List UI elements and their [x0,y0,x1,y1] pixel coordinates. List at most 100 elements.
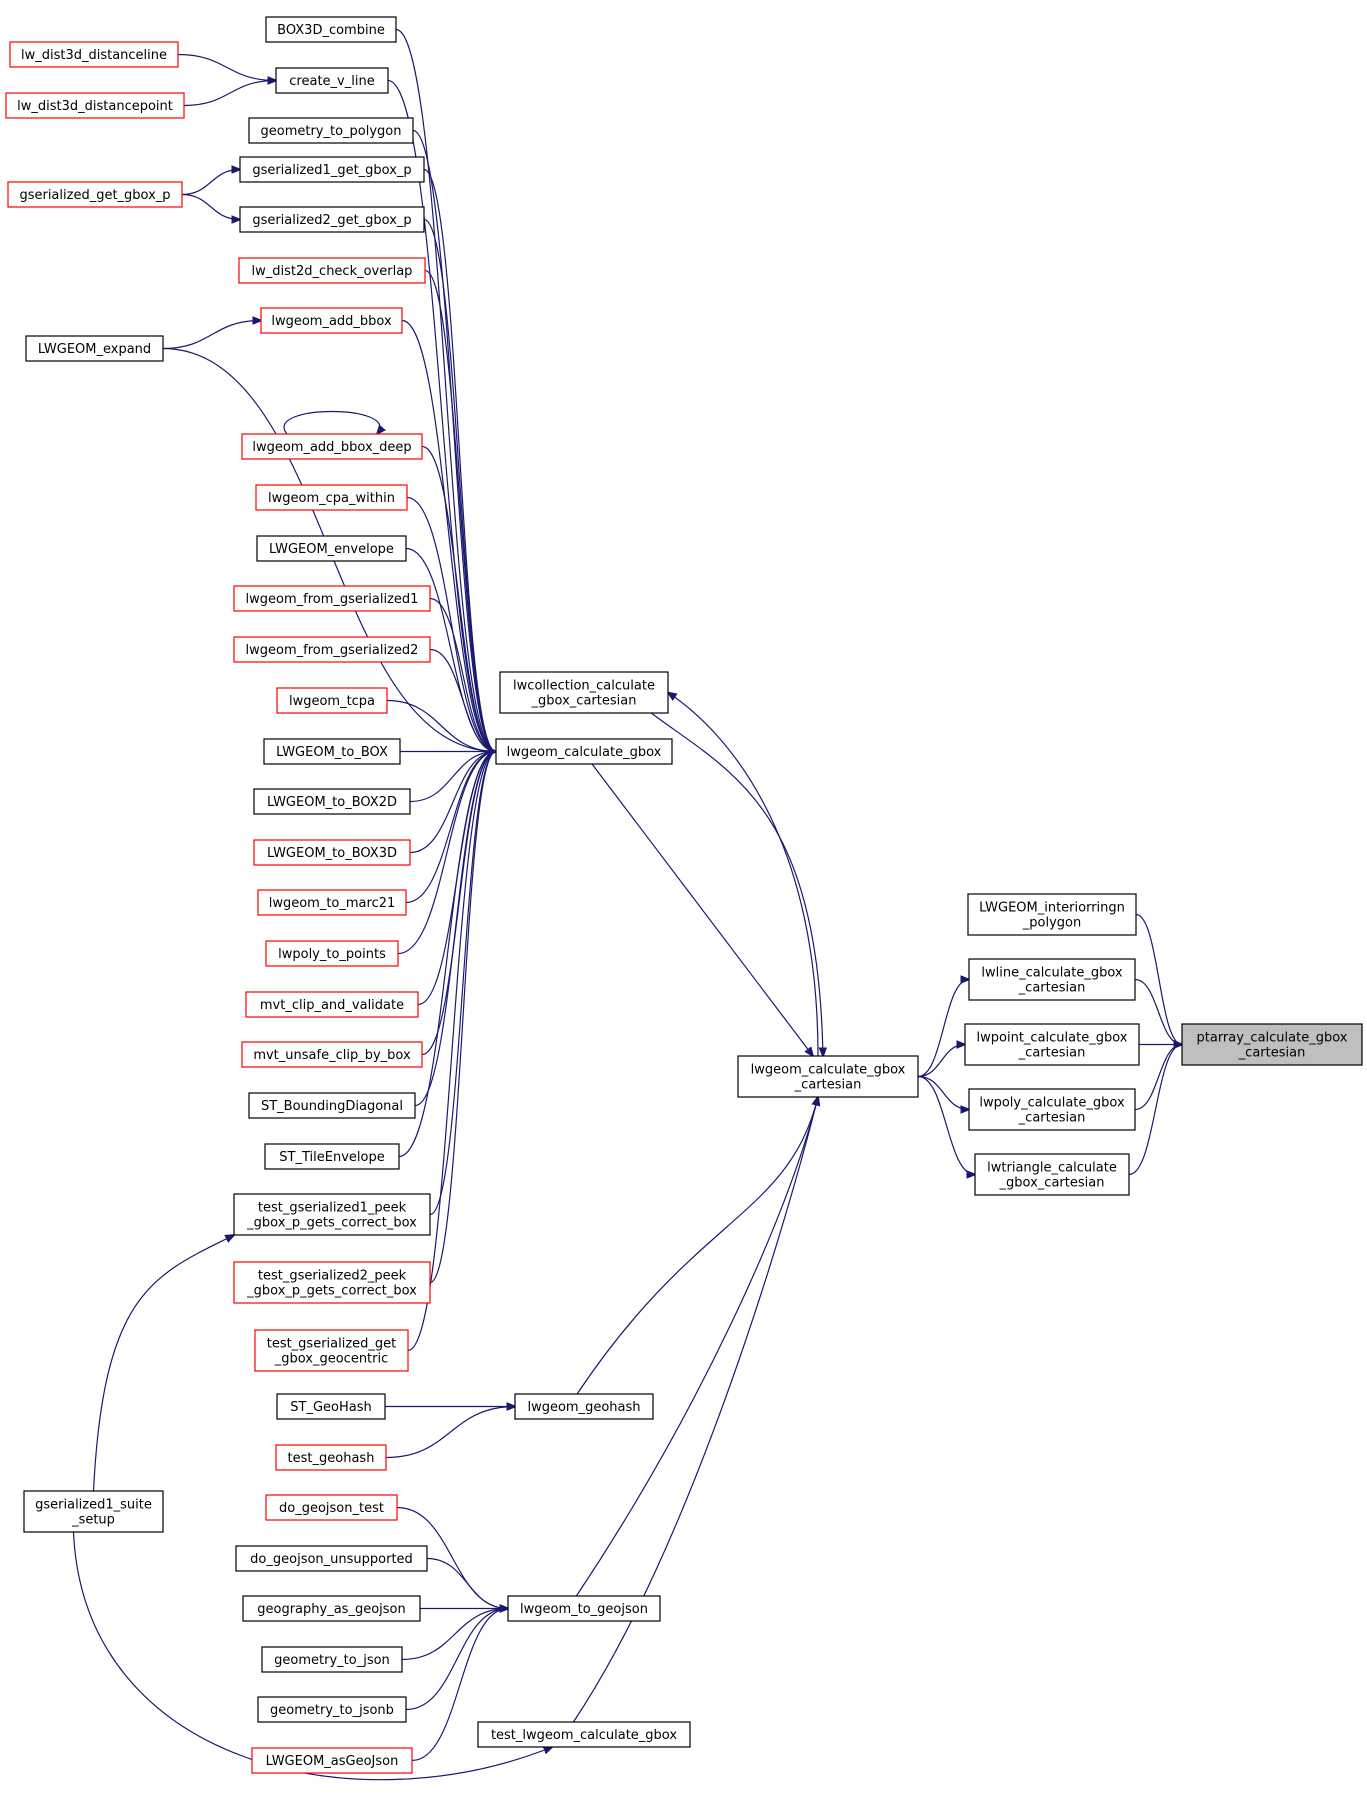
node-gserialized2_get_gbox_p[interactable]: gserialized2_get_gbox_p [239,206,425,233]
node-lwgeom_tcpa[interactable]: lwgeom_tcpa [276,687,388,714]
node-do_geojson_test[interactable]: do_geojson_test [265,1494,398,1521]
node-box[interactable] [974,1153,1130,1196]
node-lwline_calculate_gbox_cartesian[interactable]: lwline_calculate_gbox_cartesian [968,958,1136,1001]
node-box3d_combine[interactable]: BOX3D_combine [265,16,397,43]
node-lwgeom_to_geojson[interactable]: lwgeom_to_geojson [507,1595,661,1622]
node-lwgeom_expand[interactable]: LWGEOM_expand [25,335,164,362]
node-geography_as_geojson[interactable]: geography_as_geojson [242,1595,421,1622]
node-test_lwgeom_calculate_gbox[interactable]: test_lwgeom_calculate_gbox [477,1721,691,1748]
node-box[interactable] [9,41,179,68]
node-box[interactable] [968,958,1136,1001]
node-box[interactable] [514,1393,654,1420]
node-box[interactable] [1181,1023,1363,1066]
node-lwpoly_to_points[interactable]: lwpoly_to_points [265,940,399,967]
node-box[interactable] [260,307,403,334]
node-lwgeom_envelope[interactable]: LWGEOM_envelope [256,535,407,562]
node-box[interactable] [507,1595,661,1622]
node-box[interactable] [275,67,389,94]
node-box[interactable] [241,433,423,460]
node-box[interactable] [23,1490,164,1533]
node-create_v_line[interactable]: create_v_line [275,67,389,94]
node-box[interactable] [265,1494,398,1521]
node-gserialized1_suite_setup[interactable]: gserialized1_suite_setup [23,1490,164,1533]
node-box[interactable] [248,117,414,144]
node-box[interactable] [967,893,1137,936]
node-box[interactable] [254,1329,409,1372]
node-lw_dist3d_distancepoint[interactable]: lw_dist3d_distancepoint [5,92,185,119]
node-lwgeom_cpa_within[interactable]: lwgeom_cpa_within [255,484,408,511]
node-gserialized1_get_gbox_p[interactable]: gserialized1_get_gbox_p [239,156,425,183]
node-test_gs1_peek[interactable]: test_gserialized1_peek_gbox_p_gets_corre… [233,1193,431,1236]
node-do_geojson_unsupported[interactable]: do_geojson_unsupported [235,1545,428,1572]
node-gserialized_get_gbox_p[interactable]: gserialized_get_gbox_p [7,181,183,208]
node-test_geohash[interactable]: test_geohash [275,1444,387,1471]
node-box[interactable] [495,738,673,765]
node-box[interactable] [233,585,431,612]
node-lwgeom_calculate_gbox_cartesian[interactable]: lwgeom_calculate_gbox_cartesian [737,1055,919,1098]
node-box[interactable] [257,1696,407,1723]
node-box[interactable] [235,1545,428,1572]
node-box[interactable] [257,889,407,916]
node-lwgeom_calculate_gbox[interactable]: lwgeom_calculate_gbox [495,738,673,765]
node-box[interactable] [265,16,397,43]
node-lwtriangle_calculate_gbox_cartesian[interactable]: lwtriangle_calculate_gbox_cartesian [974,1153,1130,1196]
node-lwpoint_calculate_gbox_cartesian[interactable]: lwpoint_calculate_gbox_cartesian [964,1023,1140,1066]
node-box[interactable] [239,156,425,183]
node-box[interactable] [261,1646,403,1673]
node-box[interactable] [263,738,401,765]
node-box[interactable] [233,636,431,663]
node-box[interactable] [276,687,388,714]
node-lwgeom_to_box[interactable]: LWGEOM_to_BOX [263,738,401,765]
node-lwcollection_calculate_gbox_cartesian[interactable]: lwcollection_calculate_gbox_cartesian [499,671,669,714]
node-lwgeom_interiorringn_polygon[interactable]: LWGEOM_interiorringn_polygon [967,893,1137,936]
node-lw_dist3d_distanceline[interactable]: lw_dist3d_distanceline [9,41,179,68]
node-geometry_to_json[interactable]: geometry_to_json [261,1646,403,1673]
node-test_gs2_peek[interactable]: test_gserialized2_peek_gbox_p_gets_corre… [233,1261,431,1304]
node-box[interactable] [233,1193,431,1236]
node-box[interactable] [233,1261,431,1304]
node-lwgeom_from_gserialized2[interactable]: lwgeom_from_gserialized2 [233,636,431,663]
node-box[interactable] [253,839,411,866]
node-mvt_clip_and_validate[interactable]: mvt_clip_and_validate [245,991,419,1018]
node-box[interactable] [477,1721,691,1748]
node-box[interactable] [275,1444,387,1471]
node-box[interactable] [239,206,425,233]
node-box[interactable] [241,1041,423,1068]
node-box[interactable] [968,1088,1136,1131]
node-box[interactable] [248,1092,416,1119]
node-box[interactable] [253,788,411,815]
node-lwgeom_to_marc21[interactable]: lwgeom_to_marc21 [257,889,407,916]
node-lwgeom_asgeojson[interactable]: LWGEOM_asGeoJson [251,1747,413,1774]
node-lw_dist2d_check_overlap[interactable]: lw_dist2d_check_overlap [238,257,426,284]
node-st_geohash[interactable]: ST_GeoHash [276,1393,386,1420]
node-box[interactable] [25,335,164,362]
node-lwgeom_from_gserialized1[interactable]: lwgeom_from_gserialized1 [233,585,431,612]
node-st_tileenvelope[interactable]: ST_TileEnvelope [264,1143,400,1170]
node-box[interactable] [265,940,399,967]
node-st_boundingdiagonal[interactable]: ST_BoundingDiagonal [248,1092,416,1119]
node-box[interactable] [499,671,669,714]
node-box[interactable] [245,991,419,1018]
node-box[interactable] [7,181,183,208]
node-lwgeom_to_box3d[interactable]: LWGEOM_to_BOX3D [253,839,411,866]
node-lwgeom_add_bbox[interactable]: lwgeom_add_bbox [260,307,403,334]
node-lwgeom_geohash[interactable]: lwgeom_geohash [514,1393,654,1420]
node-box[interactable] [964,1023,1140,1066]
node-ptarray_calculate_gbox_cartesian[interactable]: ptarray_calculate_gbox_cartesian [1181,1023,1363,1066]
node-box[interactable] [737,1055,919,1098]
node-box[interactable] [5,92,185,119]
node-lwgeom_add_bbox_deep[interactable]: lwgeom_add_bbox_deep [241,433,423,460]
node-box[interactable] [242,1595,421,1622]
node-geometry_to_polygon[interactable]: geometry_to_polygon [248,117,414,144]
node-box[interactable] [255,484,408,511]
node-box[interactable] [264,1143,400,1170]
node-box[interactable] [251,1747,413,1774]
node-box[interactable] [276,1393,386,1420]
node-box[interactable] [256,535,407,562]
node-test_gs_get_gbox_geocentric[interactable]: test_gserialized_get_gbox_geocentric [254,1329,409,1372]
node-box[interactable] [238,257,426,284]
node-geometry_to_jsonb[interactable]: geometry_to_jsonb [257,1696,407,1723]
node-lwgeom_to_box2d[interactable]: LWGEOM_to_BOX2D [253,788,411,815]
node-lwpoly_calculate_gbox_cartesian[interactable]: lwpoly_calculate_gbox_cartesian [968,1088,1136,1131]
node-mvt_unsafe_clip_by_box[interactable]: mvt_unsafe_clip_by_box [241,1041,423,1068]
